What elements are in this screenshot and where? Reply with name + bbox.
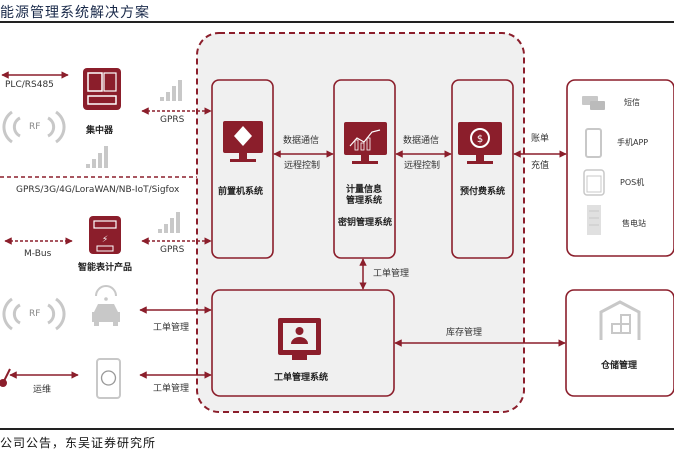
warehouse-box (565, 289, 674, 397)
inventory-link-label: 库存管理 (446, 328, 483, 338)
link2-bottom-label: 远程控制 (404, 161, 441, 171)
work-order-system-label[interactable]: 工单管理系统 (274, 373, 329, 383)
work-order-link-label: 工单管理 (373, 269, 410, 279)
signal-icon-3 (158, 212, 180, 233)
prepaid-system-box (451, 79, 514, 259)
phone-icon (96, 358, 121, 399)
front-system-box (211, 79, 274, 259)
channel-label-app: 手机APP (617, 138, 649, 147)
wide-link-label: GPRS/3G/4G/LoraWAN/NB-IoT/Sigfox (16, 185, 180, 195)
key-system-label[interactable]: 密钥管理系统 (338, 218, 393, 228)
work-order-label-2: 工单管理 (153, 384, 190, 394)
metering-system-label-1[interactable]: 计量信息 (346, 185, 383, 195)
link1-top-label: 数据通信 (283, 136, 320, 146)
smart-meter-icon: ⚡ (89, 216, 121, 254)
ops-label: 运维 (33, 385, 52, 395)
front-system-label[interactable]: 前置机系统 (218, 187, 264, 197)
prepaid-system-label[interactable]: 预付费系统 (460, 187, 506, 197)
channel-label-pos: POS机 (620, 178, 645, 187)
rf-icon-1 (2, 110, 66, 144)
sms-icon (582, 96, 605, 110)
link1-bottom-label: 远程控制 (284, 161, 321, 171)
link2-top-label: 数据通信 (403, 136, 440, 146)
smart-meter-label: 智能表计产品 (78, 263, 133, 273)
svg-text:$: $ (477, 134, 483, 145)
front-system-monitor-icon (223, 121, 263, 162)
warehouse-label[interactable]: 仓储管理 (601, 361, 638, 371)
metering-system-label-2[interactable]: 管理系统 (346, 196, 383, 206)
power-station-icon (587, 205, 601, 235)
metering-system-box (333, 79, 396, 259)
source-note: 公司公告，东吴证券研究所 (0, 436, 157, 450)
page-title: 能源管理系统解决方案 (0, 5, 150, 21)
svg-text:⚡: ⚡ (102, 235, 108, 245)
mobile-app-icon (585, 128, 602, 158)
work-order-monitor-icon (278, 318, 321, 360)
channel-label-station: 售电站 (622, 219, 646, 228)
recharge-label: 充值 (531, 161, 550, 171)
rf-label-1: RF (29, 122, 41, 132)
signal-icon-1 (160, 80, 182, 101)
channel-label-sms: 短信 (624, 98, 640, 107)
signal-icon-2 (86, 146, 108, 168)
rf-icon-2 (2, 297, 66, 331)
footer-rule (0, 428, 674, 430)
mbus-label: M-Bus (24, 249, 52, 259)
maintenance-tool-icon (0, 368, 11, 387)
payment-channels-box (566, 79, 674, 257)
prepaid-monitor-icon: $ (458, 122, 502, 164)
plc-label: PLC/RS485 (5, 80, 54, 90)
work-order-label-1: 工单管理 (153, 323, 190, 333)
warehouse-icon (599, 300, 641, 340)
bill-label: 账单 (531, 134, 550, 144)
concentrator-label: 集中器 (86, 126, 114, 136)
gprs-label-2: GPRS (160, 245, 185, 255)
car-icon (92, 285, 120, 326)
gprs-label-1: GPRS (160, 115, 185, 125)
pos-icon (583, 169, 605, 196)
title-rule (0, 21, 674, 23)
concentrator-icon (83, 68, 121, 110)
rf-label-2: RF (29, 309, 41, 319)
metering-monitor-icon (344, 122, 387, 164)
